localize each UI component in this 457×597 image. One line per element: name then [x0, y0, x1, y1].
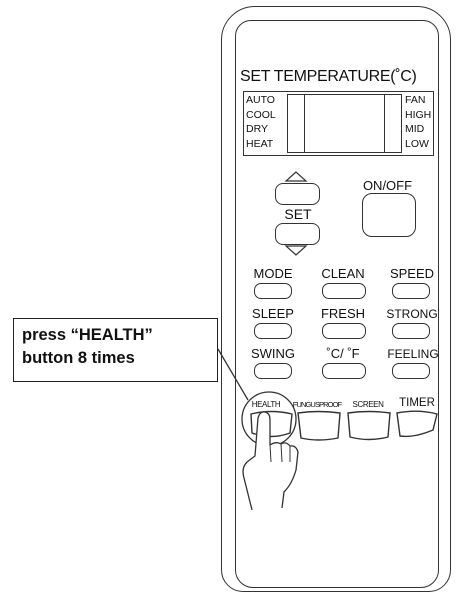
screen-button[interactable] — [348, 412, 390, 440]
timer-button[interactable] — [397, 411, 437, 436]
fungusproof-button[interactable] — [298, 412, 340, 441]
instruction-text: press “HEALTH” button 8 times — [22, 324, 153, 370]
instruction-line-1: press “HEALTH” — [22, 324, 153, 347]
instruction-line-2: button 8 times — [22, 347, 153, 370]
callout-pointer-line — [218, 349, 248, 400]
